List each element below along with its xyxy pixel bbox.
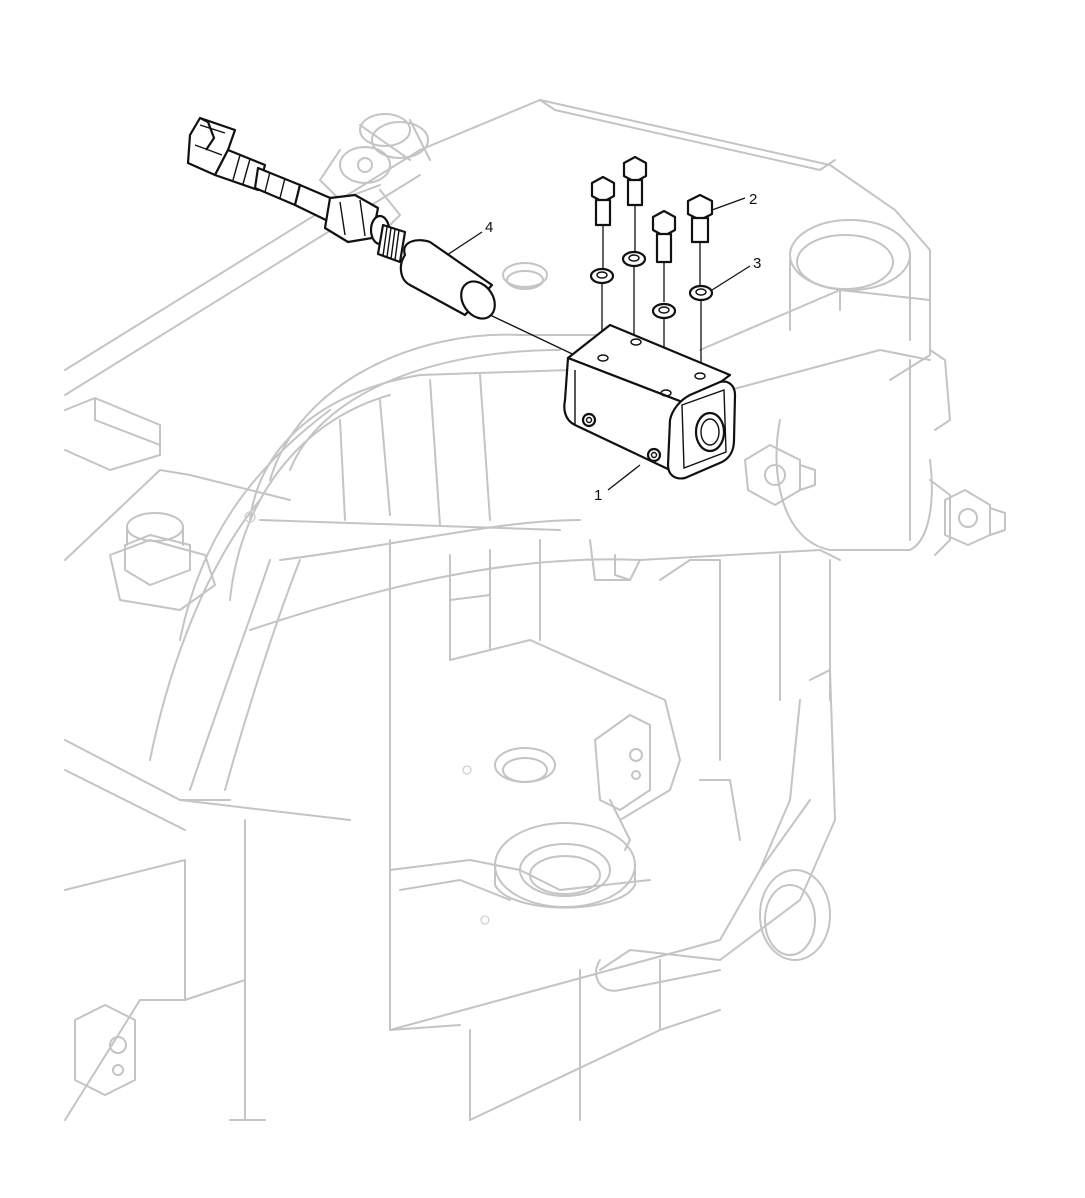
mounting-block: 1 [563, 323, 737, 504]
callout-3: 3 [753, 255, 761, 272]
callout-1: 1 [594, 487, 602, 504]
ghost-sensor-mount [319, 113, 431, 231]
callout-2: 2 [749, 191, 757, 208]
background-frame [64, 99, 1006, 1121]
fasteners: 2 3 [589, 155, 761, 390]
callout-4: 4 [485, 219, 493, 236]
sensor-assembly: 4 [186, 116, 586, 361]
